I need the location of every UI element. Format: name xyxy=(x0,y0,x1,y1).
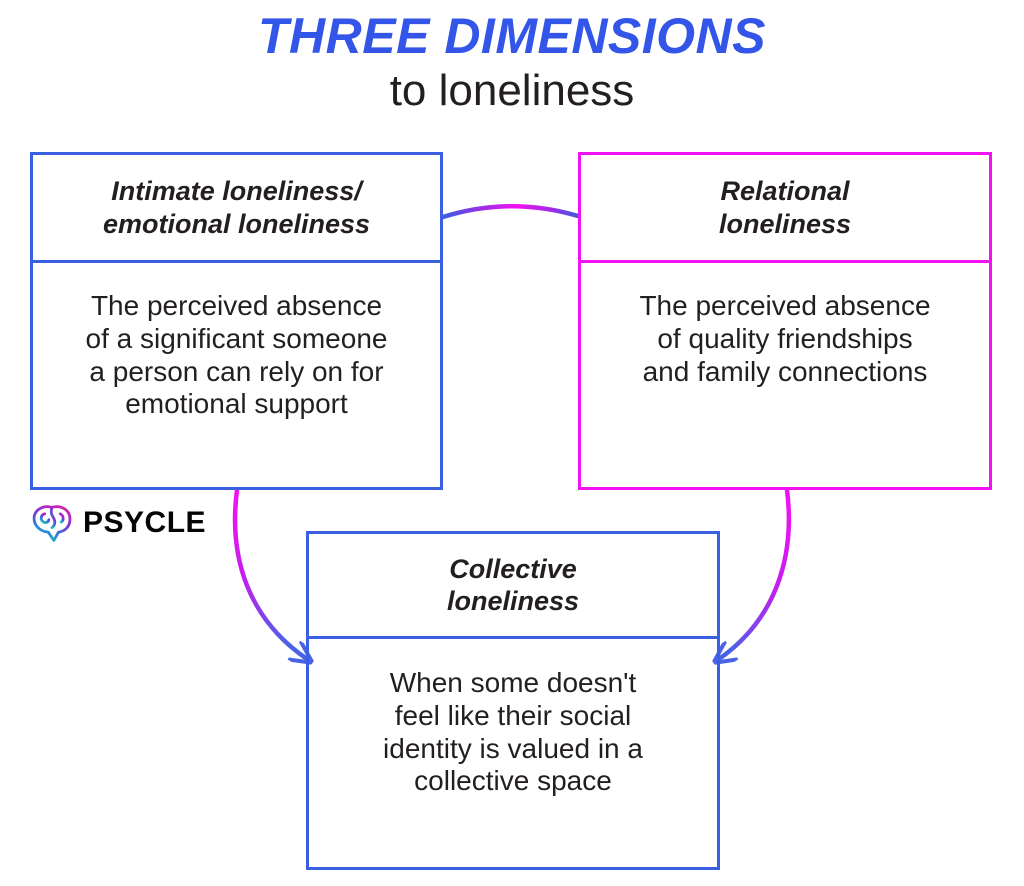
node-intimate-body: The perceived absence of a significant s… xyxy=(33,263,440,490)
node-intimate-loneliness[interactable]: Intimate loneliness/ emotional lonelines… xyxy=(30,152,443,490)
psycle-wordmark: PSYCLE xyxy=(83,506,207,539)
connector-intimate-to-relational xyxy=(440,204,581,220)
node-intimate-header: Intimate loneliness/ emotional lonelines… xyxy=(33,155,440,263)
node-collective-header: Collective loneliness xyxy=(309,534,717,639)
node-relational-header-text: Relational loneliness xyxy=(718,176,852,239)
node-relational-loneliness[interactable]: Relational loneliness The perceived abse… xyxy=(578,152,992,490)
node-collective-header-text: Collective loneliness xyxy=(446,553,580,616)
node-collective-body: When some doesn't feel like their social… xyxy=(309,639,717,867)
title-subtitle: to loneliness xyxy=(389,66,635,115)
node-collective-loneliness[interactable]: Collective loneliness When some doesn't … xyxy=(306,531,720,870)
connector-intimate-to-collective xyxy=(232,487,307,659)
node-relational-body: The perceived absence of quality friends… xyxy=(581,263,989,490)
title-main: THREE DIMENSIONS xyxy=(257,8,767,64)
psycle-logo[interactable]: PSYCLE xyxy=(29,500,206,546)
connector-relational-to-collective xyxy=(719,487,792,659)
brain-icon xyxy=(32,505,72,542)
node-intimate-body-text: The perceived absence of a significant s… xyxy=(85,290,388,420)
page-title: THREE DIMENSIONS to loneliness xyxy=(0,8,1024,116)
node-relational-body-text: The perceived absence of quality friends… xyxy=(639,290,931,387)
node-relational-header: Relational loneliness xyxy=(581,155,989,263)
node-collective-body-text: When some doesn't feel like their social… xyxy=(383,667,643,797)
node-intimate-header-text: Intimate loneliness/ emotional lonelines… xyxy=(102,176,371,239)
